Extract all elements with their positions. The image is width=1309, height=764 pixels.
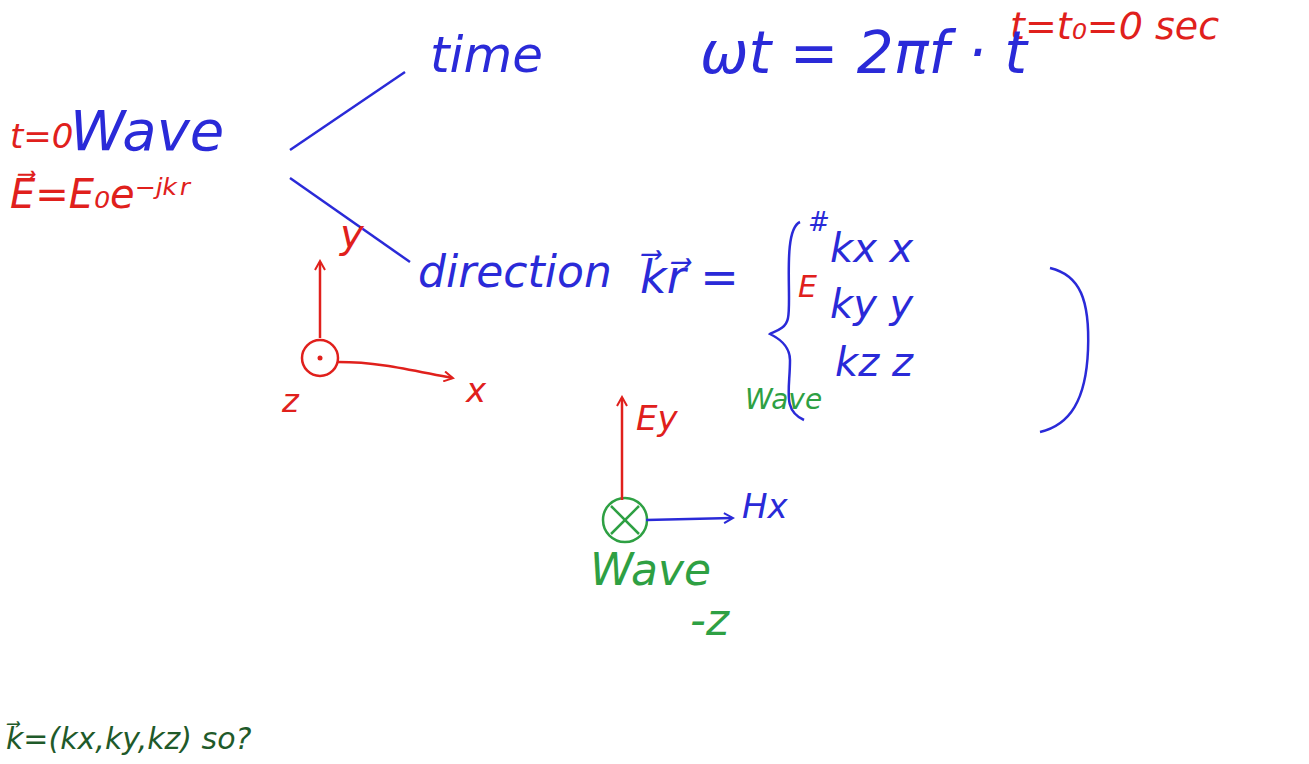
field-label: Ey	[636, 400, 678, 437]
dot-product: k⃗r⃗ =	[640, 252, 739, 303]
field-equation: E⃗=E₀e⁻ʲᵏʳ	[10, 172, 190, 216]
axis-label: z	[282, 384, 299, 419]
h-field-vector	[646, 518, 732, 520]
field-label: Hx	[742, 488, 788, 525]
axis-label: x	[466, 372, 486, 409]
component-term: kx x	[830, 226, 913, 270]
branch-label: time	[430, 28, 543, 83]
wave-into-page	[603, 498, 647, 542]
wave-heading: Wave	[70, 100, 224, 162]
e-field-vector	[621, 398, 624, 500]
time-zero-note: t=0	[10, 118, 73, 155]
branch-label: direction	[418, 248, 612, 296]
y-axis	[319, 262, 322, 338]
mark: #	[808, 208, 830, 237]
z-axis-out	[302, 340, 338, 376]
cross-mark	[611, 506, 639, 534]
field-mark: E	[798, 270, 817, 303]
brace	[1040, 268, 1088, 432]
component-term: kz z	[835, 340, 913, 384]
time-zero-note: t=t₀=0 sec	[1010, 6, 1219, 48]
wave-note: Wave	[745, 385, 822, 416]
x-axis	[338, 362, 452, 378]
z-axis-dot	[318, 356, 323, 361]
branch-line	[290, 178, 410, 262]
branch-line	[290, 72, 405, 150]
question-note: k⃗=(kx,ky,kz) so?	[6, 722, 251, 755]
wave-note: Wave	[590, 546, 711, 594]
axis-label: y	[340, 212, 364, 256]
phase-formula: ωt = 2πf · t	[700, 22, 1027, 86]
component-term: ky y	[830, 282, 913, 326]
direction-note: -z	[690, 596, 729, 644]
